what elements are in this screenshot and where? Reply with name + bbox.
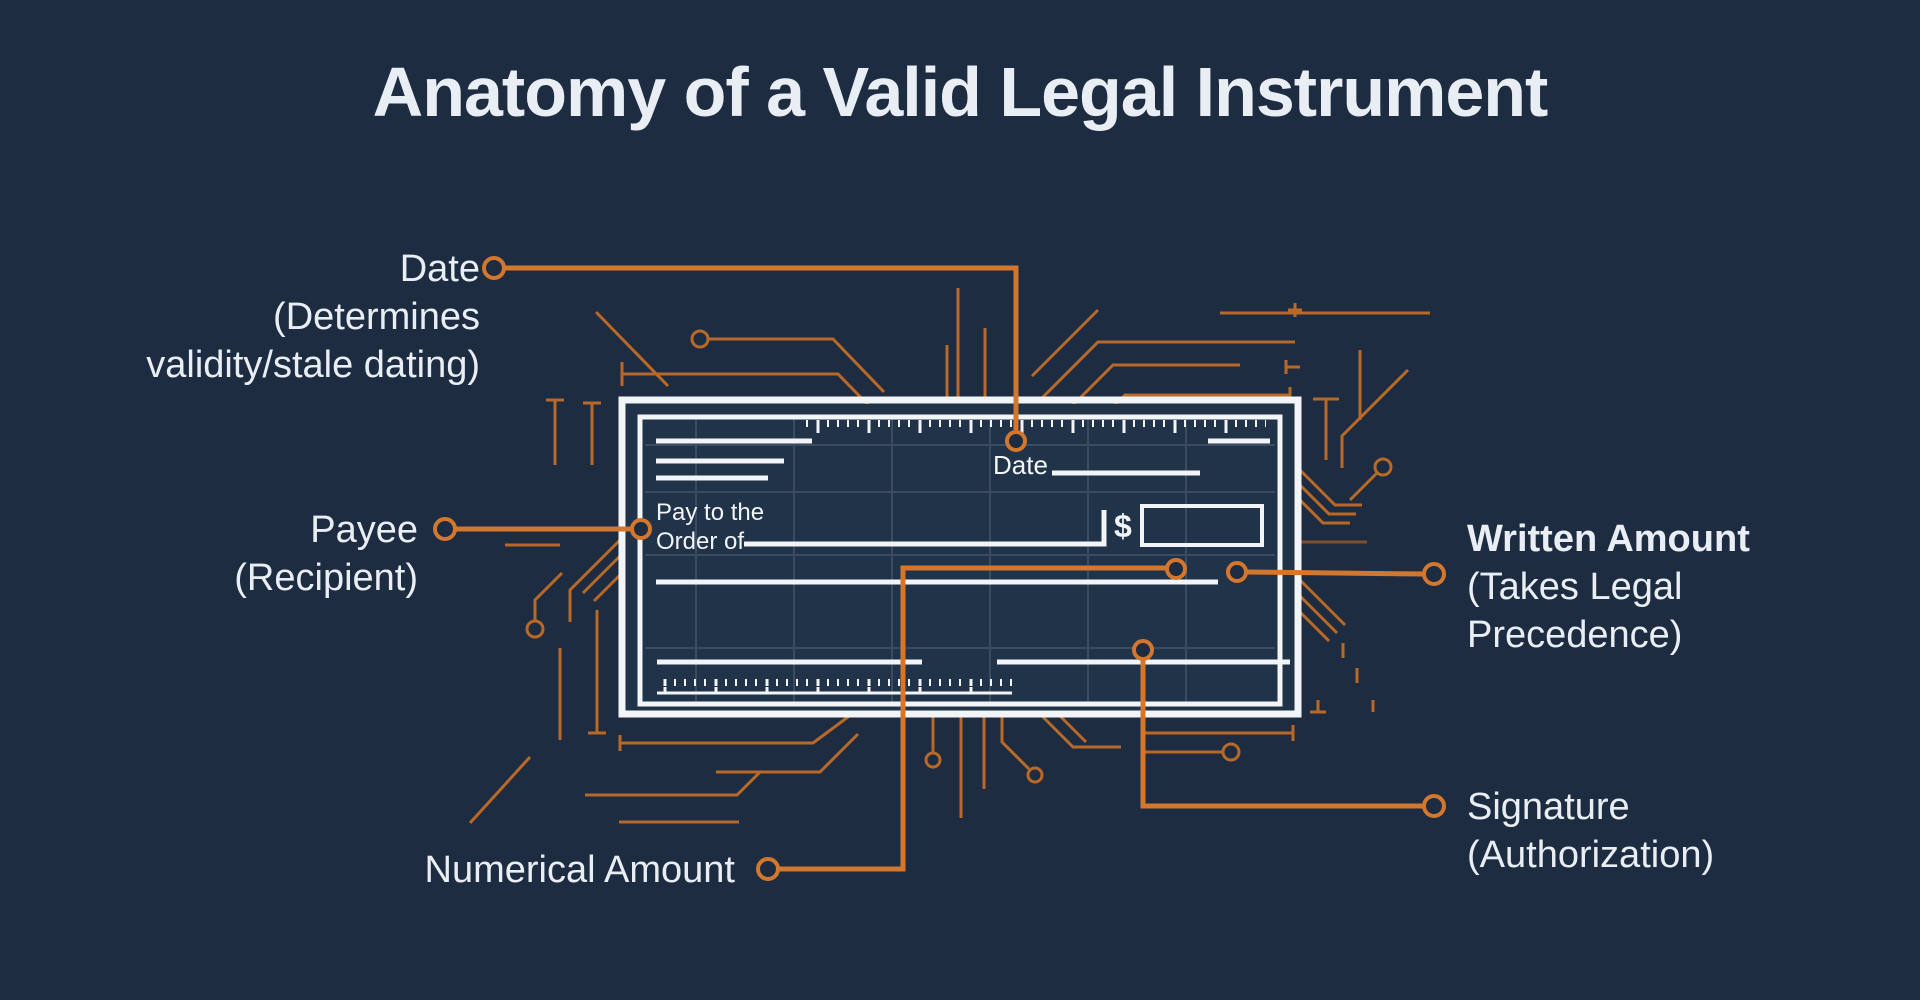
check-payee-label: Pay to the Order of [656,498,764,556]
circuit-decoration [468,288,1430,825]
callout-connectors [433,256,1446,881]
check-outer-border [618,396,1302,718]
date-target-node [1005,430,1027,452]
callout-numerical-amount: Numerical Amount [425,846,735,894]
callout-written-amount-line2: (Takes Legal [1467,566,1683,608]
check-diagram [618,396,1302,718]
payee-connector-node [433,517,457,541]
payee-line [744,510,1107,547]
numerical-amount-target-node [1165,558,1187,580]
ruler-ticks-top [804,420,1266,434]
page-title: Anatomy of a Valid Legal Instrument [372,53,1549,131]
check-grid [645,417,1275,704]
check-background [626,404,1294,710]
signature-connector [1140,660,1424,809]
callout-date-line3: validity/stale dating) [146,344,480,386]
callout-written-amount-line3: Precedence) [1467,614,1683,656]
currency-symbol: $ [1114,508,1132,544]
callout-payee: Payee (Recipient) [234,506,418,602]
micr-ticks [657,679,1013,693]
numerical-amount-connector [779,565,1166,872]
callout-date-line2: (Determines [273,296,480,338]
numerical-amount-box [1140,504,1264,547]
written-amount-target-node [1226,561,1248,583]
callout-written-amount-line1: Written Amount [1467,518,1750,560]
callout-written-amount: Written Amount (Takes Legal Precedence) [1467,515,1750,659]
date-connector [505,265,1019,430]
signature-target-node [1132,639,1154,661]
written-amount-connector-node [1422,562,1446,586]
date-connector-node [482,256,506,280]
callout-payee-line2: (Recipient) [234,557,418,599]
callout-signature: Signature (Authorization) [1467,783,1714,879]
check-payee-label-line1: Pay to the [656,499,765,526]
signature-connector-node [1422,794,1446,818]
check-date-label: Date [993,450,1048,480]
callout-date: Date (Determines validity/stale dating) [146,245,480,389]
payee-target-node [630,518,652,540]
check-inner-border [637,414,1283,707]
callout-signature-line2: (Authorization) [1467,834,1715,876]
written-amount-connector [1246,569,1425,577]
callout-numerical-amount-line1: Numerical Amount [424,849,735,891]
numerical-amount-connector-node [756,857,780,881]
address-lines [656,438,812,481]
callout-date-line1: Date [399,248,480,290]
callout-payee-line1: Payee [310,509,418,551]
check-payee-label-line2: Order of [656,528,745,555]
callout-signature-line1: Signature [1467,786,1630,828]
